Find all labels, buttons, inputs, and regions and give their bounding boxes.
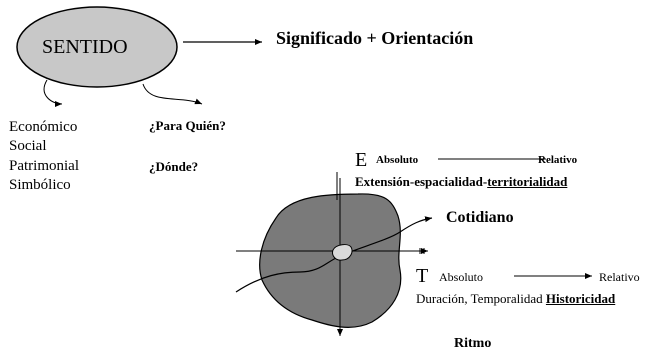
dimension-simbolico: Simbólico <box>9 177 71 193</box>
cotidiano-label: Cotidiano <box>446 209 514 226</box>
espacio-extension-prefix: Extensión-espacialidad- <box>355 174 488 189</box>
espacio-absoluto: Absoluto <box>376 154 419 166</box>
sentido-label: SENTIDO <box>42 36 128 58</box>
espacio-relativo: Relativo <box>538 154 578 166</box>
ritmo-label: Ritmo <box>454 336 492 351</box>
tiempo-historicidad: Historicidad <box>545 291 616 306</box>
tiempo-letter: T <box>416 265 429 287</box>
sentido-ellipse <box>16 6 178 88</box>
questions-arrow <box>142 83 203 105</box>
tiempo-relativo: Relativo <box>599 270 640 284</box>
dimension-social: Social <box>9 138 47 154</box>
question-para-quien: ¿Para Quién? <box>149 118 226 133</box>
sentido-result: Significado + Orientación <box>276 28 474 48</box>
question-donde: ¿Dónde? <box>149 159 199 174</box>
espacio-extension: Extensión-espacialidad-territorialidad <box>355 175 567 188</box>
dimension-patrimonial: Patrimonial <box>9 158 79 174</box>
tiempo-absoluto: Absoluto <box>439 270 484 284</box>
core-shape <box>332 244 353 261</box>
tiempo-duracion-prefix: Duración, Temporalidad <box>416 291 546 306</box>
dimensions-arrow <box>43 79 63 107</box>
tiempo-duracion: Duración, Temporalidad Historicidad <box>416 292 615 305</box>
dimension-economico: Económico <box>9 119 78 135</box>
espacio-territorialidad: territorialidad <box>487 174 568 189</box>
espacio-letter: E <box>355 149 368 171</box>
